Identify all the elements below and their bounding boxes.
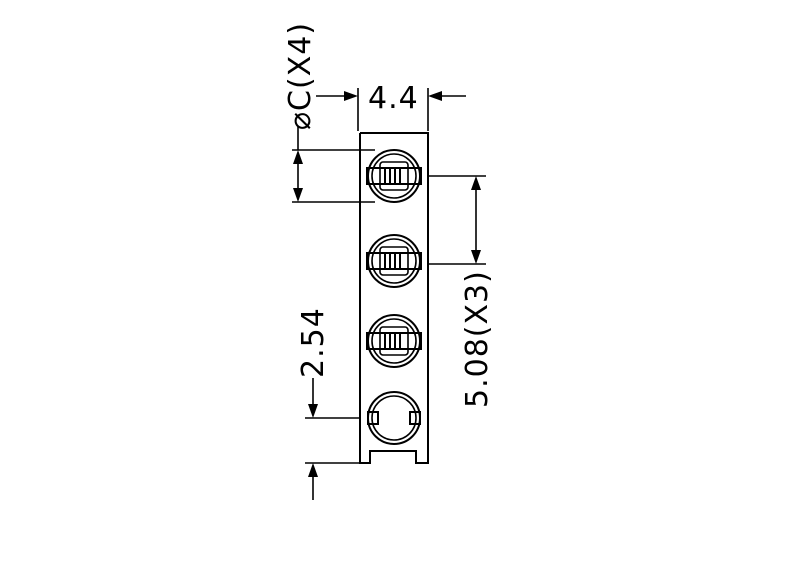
part-body (359, 132, 429, 464)
offset-label: 2.54 (296, 307, 331, 378)
led-hole (366, 149, 422, 203)
width-dimension: 4.4 (316, 81, 466, 131)
offset-dimension: 2.54 (296, 307, 360, 500)
led-hole (366, 314, 422, 368)
hole-diameter-label: ⌀C(X4) (283, 22, 318, 130)
pitch-label: 5.08(X3) (460, 270, 495, 408)
hole-group (366, 149, 422, 445)
led-hole (367, 391, 421, 445)
hole-diameter-dimension: ⌀C(X4) (283, 22, 375, 203)
pitch-dimension: 5.08(X3) (428, 175, 495, 408)
width-label: 4.4 (368, 81, 419, 116)
led-hole (366, 234, 422, 288)
